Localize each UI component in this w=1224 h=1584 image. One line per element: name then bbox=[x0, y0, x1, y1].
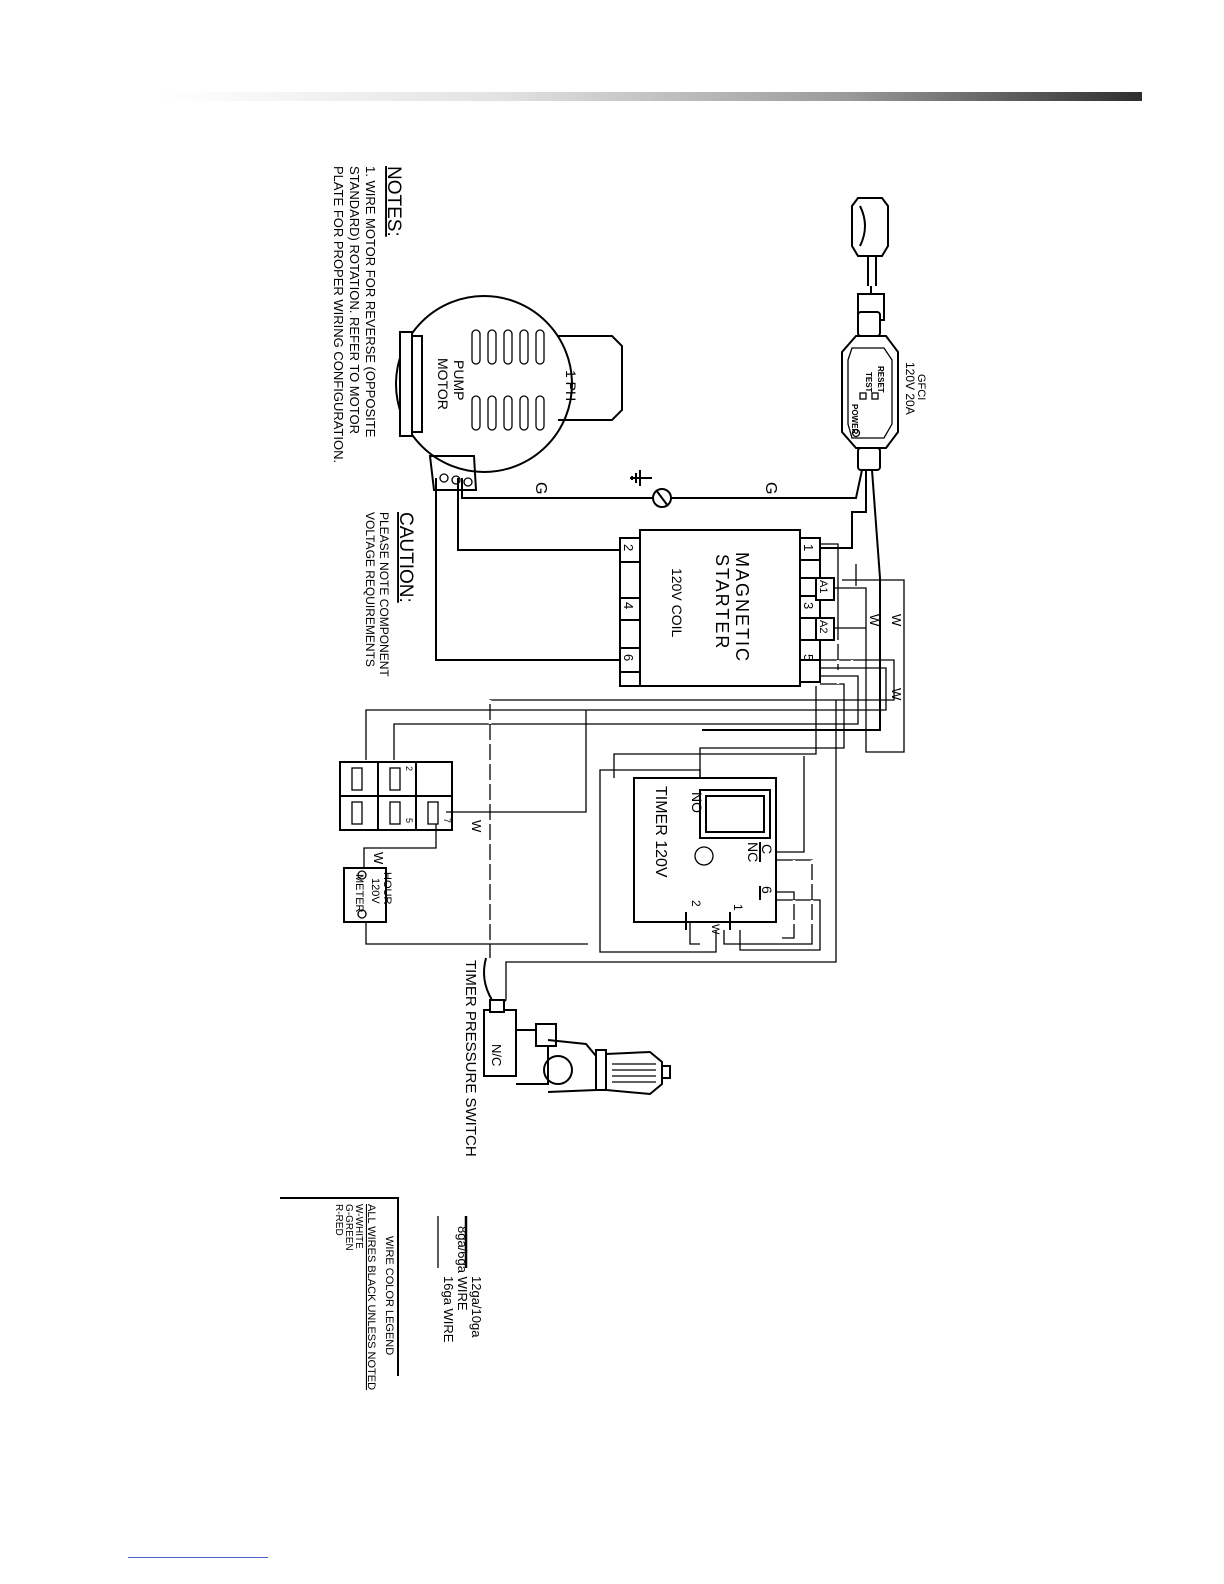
notes-line-3: PLATE FOR PROPER WIRING CONFIGURATION. bbox=[331, 166, 346, 463]
wire-color-legend: WIRE COLOR LEGEND ALL WIRES BLACK UNLESS… bbox=[280, 1197, 399, 1390]
wire-label-w-5: W bbox=[371, 852, 386, 865]
caution-line-1: PLEASE NOTE COMPONENT bbox=[377, 512, 391, 677]
gfci-reset-button bbox=[871, 392, 879, 400]
relay-block: 2 5 7 bbox=[339, 761, 453, 831]
color-legend-green: G-GREEN bbox=[343, 1204, 354, 1251]
starter-label-2: STARTER bbox=[712, 554, 732, 650]
gfci-power-indicator-icon bbox=[851, 428, 861, 438]
legend-heavy-wire-2: 8ga/6ga WIRE bbox=[455, 1226, 470, 1311]
wire-label-w-6: W bbox=[709, 924, 721, 935]
legend-heavy-wire: 12ga/10ga bbox=[469, 1276, 484, 1338]
notes-title: NOTES: bbox=[383, 166, 404, 237]
gfci-power-label: POWER bbox=[850, 404, 859, 434]
pressure-switch-nc-label: N/C bbox=[489, 1044, 504, 1066]
starter-terminal-3: 3 bbox=[801, 602, 816, 609]
header-gradient-bar bbox=[160, 92, 1142, 101]
gfci-test-label: TEST bbox=[864, 372, 873, 393]
caution-title: CAUTION: bbox=[395, 512, 416, 603]
wire-label-g-1: G bbox=[762, 482, 779, 494]
wire-gauge-legend: 12ga/10ga 8ga/6ga WIRE 16ga WIRE bbox=[437, 1216, 484, 1343]
starter-terminal-2: 2 bbox=[621, 544, 636, 551]
gfci-label-2: 120V 20A bbox=[903, 362, 917, 415]
ground-screw bbox=[652, 488, 672, 508]
pressure-switch-label: TIMER PRESSURE SWITCH bbox=[462, 960, 479, 1157]
wire-label-w-4: W bbox=[469, 820, 484, 833]
gfci-label-1: GFCI bbox=[915, 374, 927, 400]
color-legend-subtitle: ALL WIRES BLACK UNLESS NOTED bbox=[365, 1204, 377, 1390]
starter-label-1: MAGNETIC bbox=[732, 552, 752, 663]
hour-meter-label-1: HOUR bbox=[381, 872, 393, 904]
starter-terminal-5: 5 bbox=[801, 654, 816, 661]
relay-terminal-7: 7 bbox=[442, 818, 452, 823]
wire-label-w-2: W bbox=[867, 614, 882, 627]
ground-symbol-icon bbox=[630, 470, 652, 486]
color-legend-title: WIRE COLOR LEGEND bbox=[383, 1236, 395, 1355]
starter-terminal-a2: A2 bbox=[817, 620, 829, 633]
timer-120v: TIMER 120V NO C NC 6 1 2 bbox=[633, 777, 777, 923]
color-legend-white: W-WHITE bbox=[353, 1204, 364, 1249]
starter-coil-label: 120V COIL bbox=[669, 568, 685, 637]
motor-phase-label: 1 PH bbox=[563, 370, 579, 401]
timer-6-label: 6 bbox=[759, 886, 775, 894]
gfci-unit: GFCI 120V 20A RESET TEST POWER bbox=[841, 311, 927, 471]
gfci-test-button bbox=[859, 392, 867, 400]
notes-line-2: STANDARD) ROTATION. REFER TO MOTOR bbox=[347, 166, 362, 434]
motor-vent-slots bbox=[471, 329, 545, 431]
motor-label-2: MOTOR bbox=[435, 358, 451, 410]
pressure-switch: N/C TIMER PRESSURE SWITCH bbox=[462, 957, 671, 1157]
starter-terminal-6: 6 bbox=[621, 654, 636, 661]
hour-meter-label-2: 120V bbox=[369, 878, 381, 904]
wire-label-g-2: G bbox=[532, 482, 549, 494]
wire-label-w-1: W bbox=[889, 614, 904, 627]
timer-c-label: C bbox=[759, 844, 775, 854]
motor-label-1: PUMP bbox=[451, 360, 467, 400]
starter-terminal-4: 4 bbox=[621, 602, 636, 609]
power-plug bbox=[851, 197, 889, 321]
magnetic-starter: MAGNETIC STARTER 120V COIL 1 A1 3 A2 5 2… bbox=[619, 529, 835, 687]
pump-motor: 1 PH PUMP MOTOR bbox=[395, 295, 623, 491]
starter-terminal-1: 1 bbox=[801, 544, 816, 551]
timer-1-label: 1 bbox=[731, 904, 745, 911]
timer-no-label: NO bbox=[689, 792, 705, 813]
wire-label-w-3: W bbox=[889, 688, 904, 701]
relay-terminal-5: 5 bbox=[404, 818, 414, 823]
notes-line-1: 1. WIRE MOTOR FOR REVERSE (OPPOSITE bbox=[363, 166, 378, 438]
notes-block: NOTES: 1. WIRE MOTOR FOR REVERSE (OPPOSI… bbox=[331, 166, 404, 463]
gfci-reset-label: RESET bbox=[876, 366, 885, 393]
legend-light-wire: 16ga WIRE bbox=[441, 1276, 456, 1343]
footer-line bbox=[128, 1557, 268, 1558]
timer-nc-label: NC bbox=[745, 842, 761, 862]
timer-2-label: 2 bbox=[689, 900, 703, 907]
starter-terminal-a1: A1 bbox=[817, 580, 829, 593]
color-legend-red: R-RED bbox=[333, 1204, 344, 1236]
timer-label: TIMER 120V bbox=[652, 786, 669, 878]
relay-terminal-2: 2 bbox=[404, 766, 414, 771]
caution-line-2: VOLTAGE REQUIREMENTS bbox=[363, 512, 377, 667]
caution-block: CAUTION: PLEASE NOTE COMPONENT VOLTAGE R… bbox=[363, 512, 416, 677]
hour-meter-label-3: METER bbox=[353, 874, 365, 913]
hour-meter: HOUR 120V METER bbox=[343, 867, 393, 923]
